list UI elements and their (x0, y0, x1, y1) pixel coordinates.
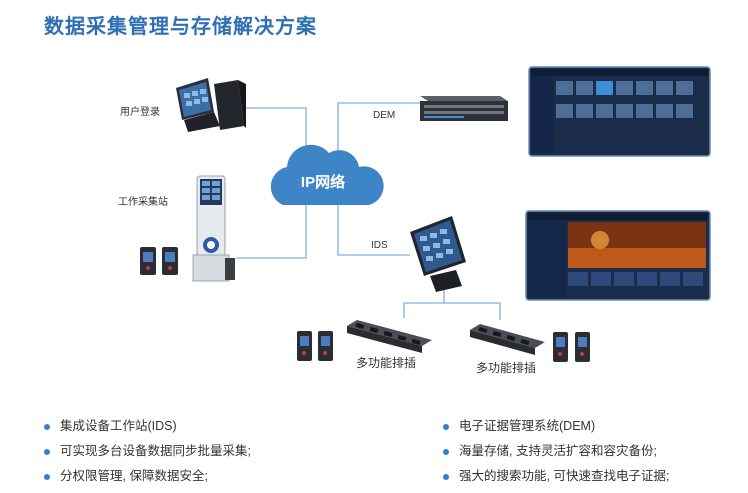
bullet-item: 海量存储, 支持灵活扩容和容灾备份; (443, 439, 669, 464)
line-ids-to-strip-left (403, 290, 445, 318)
line-user-to-cloud (245, 107, 307, 160)
bullet-list-left: 集成设备工作站(IDS) 可实现多台设备数据同步批量采集; 分权限管理, 保障数… (44, 414, 251, 489)
bullet-list-right: 电子证据管理系统(DEM) 海量存储, 支持灵活扩容和容灾备份; 强大的搜索功能… (443, 414, 669, 489)
bullet-item: 分权限管理, 保障数据安全; (44, 464, 251, 489)
body-camera-icons-bottom-right (553, 332, 590, 362)
multi-strip-left-label: 多功能排插 (356, 356, 417, 370)
bullet-item: 强大的搜索功能, 可快速查找电子证据; (443, 464, 669, 489)
page-title: 数据采集管理与存储解决方案 (44, 16, 317, 38)
ids-label: IDS (371, 240, 388, 251)
user-login-label: 用户登录 (120, 107, 160, 118)
body-camera-icons-bottom-left (297, 331, 333, 361)
ids-monitor-icon (410, 216, 466, 292)
cloud-label: IP网络 (300, 174, 346, 191)
dem-software-screenshot (528, 66, 711, 157)
user-login-pc-icon (176, 78, 246, 132)
multi-socket-strip-left-icon (347, 320, 432, 353)
bullet-item: 集成设备工作站(IDS) (44, 414, 251, 439)
multi-strip-right-label: 多功能排插 (476, 361, 537, 375)
bullet-item: 电子证据管理系统(DEM) (443, 414, 669, 439)
workstation-label: 工作采集站 (118, 197, 168, 208)
line-ids-to-strip-right (444, 302, 501, 320)
multi-socket-strip-right-icon (470, 324, 545, 355)
ip-network-cloud-icon (270, 144, 384, 205)
dem-server-icon (420, 96, 508, 121)
line-workstation-to-cloud (236, 205, 307, 259)
connection-lines (236, 102, 501, 320)
ids-software-screenshot (525, 210, 711, 301)
body-camera-icons-left (140, 247, 178, 275)
line-cloud-to-ids (337, 205, 410, 256)
line-cloud-to-dem (337, 102, 420, 163)
bullet-item: 可实现多台设备数据同步批量采集; (44, 439, 251, 464)
dem-label: DEM (373, 110, 396, 121)
collection-workstation-icon (192, 175, 235, 282)
